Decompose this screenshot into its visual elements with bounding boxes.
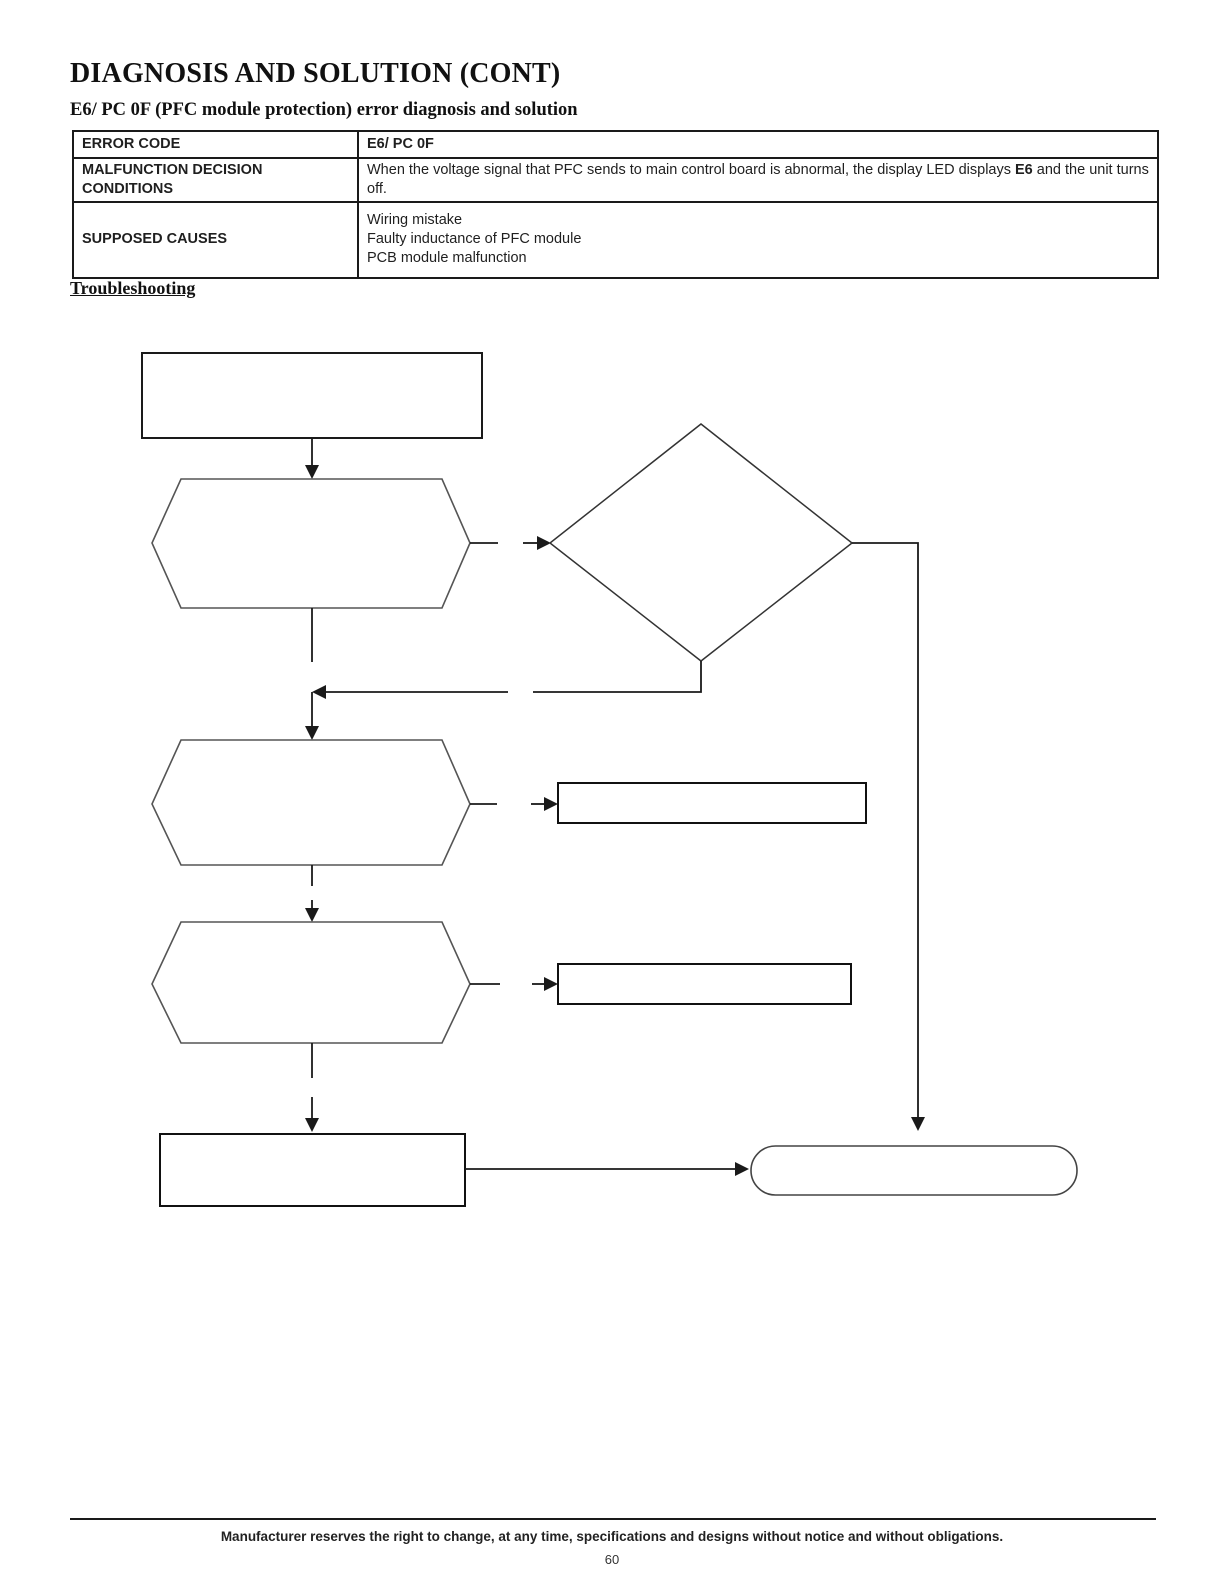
connector-hex1-to-hex2 <box>305 608 319 740</box>
row-value-cell: When the voltage signal that PFC sends t… <box>357 157 1159 203</box>
malfunction-text-after: and the unit turns off. <box>367 162 1149 197</box>
row-value-cell: Wiring mistake Faulty inductance of PFC … <box>357 200 1159 279</box>
flow-check-hexagon-2 <box>151 739 471 866</box>
connector-start-to-hex1 <box>305 438 319 479</box>
flow-action-box-1 <box>557 782 867 824</box>
row-label-cell: ERROR CODE <box>72 130 359 159</box>
malfunction-error-code: E6 <box>1015 162 1033 178</box>
troubleshooting-heading: Troubleshooting <box>70 278 196 298</box>
connector-hex1-to-diamond <box>470 536 551 550</box>
connector-hex3-to-action2 <box>470 977 558 991</box>
cause-item: Faulty inductance of PFC module <box>367 231 582 248</box>
connector-diamond-to-stadium <box>852 542 925 1131</box>
malfunction-text-before: When the voltage signal that PFC sends t… <box>367 162 1016 178</box>
page-subtitle: E6/ PC 0F (PFC module protection) error … <box>70 100 578 120</box>
flow-check-hexagon-1 <box>151 478 471 609</box>
flow-check-hexagon-3 <box>151 921 471 1044</box>
error-code-table: ERROR CODE E6/ PC 0F MALFUNCTION DECISIO… <box>72 130 1159 279</box>
footer-note: Manufacturer reserves the right to chang… <box>220 1529 1004 1544</box>
flow-action-box-2 <box>557 963 852 1005</box>
page-title: DIAGNOSIS AND SOLUTION (CONT) <box>70 58 561 89</box>
page-number: 60 <box>604 1552 620 1567</box>
connector-diamond-to-stem <box>312 661 702 699</box>
cause-item: Wiring mistake <box>367 212 463 229</box>
row-label-cell: MALFUNCTION DECISION CONDITIONS <box>72 157 359 203</box>
table-row-supposed-causes: SUPPOSED CAUSES Wiring mistake Faulty in… <box>72 200 1159 279</box>
connector-hex2-to-action1 <box>470 797 558 811</box>
flow-process-box-end <box>159 1133 466 1207</box>
table-row-error-code: ERROR CODE E6/ PC 0F <box>72 130 1159 159</box>
connector-endbox-to-stadium <box>465 1162 749 1176</box>
cause-item: PCB module malfunction <box>367 250 527 267</box>
flow-terminator-stadium <box>750 1145 1078 1196</box>
footer-divider <box>70 1518 1156 1520</box>
connector-hex2-to-hex3 <box>305 865 319 922</box>
connector-hex3-to-endbox <box>305 1043 319 1132</box>
row-label-cell: SUPPOSED CAUSES <box>72 200 359 279</box>
row-value-cell: E6/ PC 0F <box>357 130 1159 159</box>
flow-decision-diamond <box>548 423 854 662</box>
flow-start-box <box>141 352 483 439</box>
table-row-malfunction-conditions: MALFUNCTION DECISION CONDITIONS When the… <box>72 157 1159 203</box>
